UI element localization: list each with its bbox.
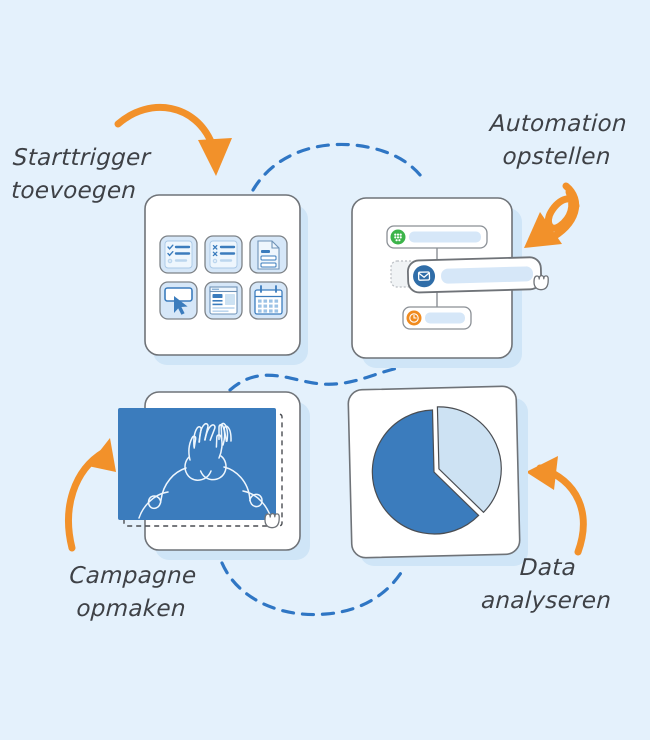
document-icon: [257, 240, 280, 270]
high-five-illustration[interactable]: [118, 408, 276, 520]
campagne-card[interactable]: [118, 391, 310, 560]
arrow-campagne: [65, 438, 116, 552]
label-automation: Automation opstellen: [489, 111, 628, 171]
connector-top: [251, 142, 426, 192]
automation-step-email[interactable]: [407, 256, 543, 294]
tile-task-list[interactable]: [204, 235, 243, 274]
tile-calendar[interactable]: [249, 281, 288, 320]
automation-step-delay[interactable]: [402, 306, 472, 330]
tile-checklist[interactable]: [159, 235, 198, 274]
automation-step-contacts[interactable]: [386, 225, 488, 249]
landing-page-icon: [209, 286, 238, 315]
envelope-icon: [413, 265, 436, 288]
arrow-starttrigger: [114, 103, 232, 176]
task-list-icon: [212, 244, 236, 264]
label-data: Data analyseren: [480, 555, 612, 615]
pie-slice-1: [436, 406, 502, 514]
connector-bottom: [220, 561, 406, 617]
button-click-icon: [164, 287, 193, 315]
step-label-bar: [409, 231, 481, 243]
arrow-automation: [524, 182, 580, 248]
step-label-bar: [441, 266, 534, 284]
tile-button-click[interactable]: [159, 281, 198, 320]
label-campagne: Campagne opmaken: [68, 563, 198, 623]
tile-landing-page[interactable]: [204, 281, 243, 320]
label-starttrigger: Starttrigger toevoegen: [10, 145, 152, 205]
checklist-icon: [167, 244, 191, 264]
tile-document[interactable]: [249, 235, 288, 274]
data-card[interactable]: [347, 385, 528, 566]
arrow-data: [526, 456, 587, 556]
pie-slice-0: [371, 409, 480, 535]
calendar-icon: [254, 285, 283, 315]
connector-middle: [228, 366, 400, 392]
starttrigger-card[interactable]: [144, 194, 308, 365]
grab-hand-cursor: [533, 274, 549, 291]
grab-hand-cursor: [264, 512, 280, 529]
step-label-bar: [425, 312, 465, 324]
pie-chart: [371, 406, 502, 535]
automation-card[interactable]: [351, 197, 549, 368]
